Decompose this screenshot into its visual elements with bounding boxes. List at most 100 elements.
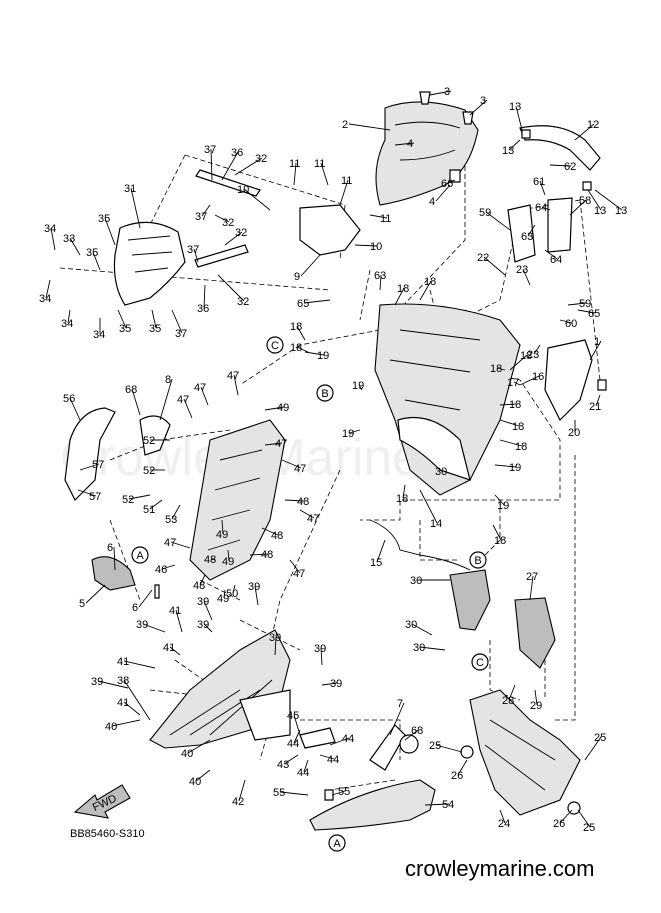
front-body-panel: [374, 303, 521, 496]
part-label-39: 39: [330, 678, 342, 690]
callout-leader-35: [92, 251, 101, 271]
part-label-45: 45: [287, 710, 299, 722]
part-label-48: 48: [261, 549, 273, 561]
callout-leader-4: [435, 184, 451, 202]
ref-marker-a-left: A: [136, 550, 144, 562]
part-label-32: 32: [222, 217, 234, 229]
part-label-40: 40: [189, 776, 201, 788]
callout-leader-21: [595, 394, 601, 407]
callout-leader-13: [515, 105, 523, 131]
part-label-18: 18: [512, 421, 524, 433]
part-label-49: 49: [277, 402, 289, 414]
part-label-47: 47: [194, 382, 206, 394]
callout-leader-55: [331, 790, 346, 796]
callout-leader-26: [457, 759, 468, 776]
part-label-35: 35: [98, 213, 110, 225]
callout-leader-11: [339, 179, 349, 206]
callout-leader-3: [429, 90, 452, 96]
callout-leader-47: [289, 559, 301, 574]
callout-leader-5: [85, 584, 106, 604]
callout-leader-66: [447, 179, 456, 184]
part-label-36: 36: [231, 147, 243, 159]
callout-leader-52: [128, 494, 151, 500]
callout-leader-36: [203, 284, 206, 309]
part-label-39: 39: [136, 619, 148, 631]
part-label-42: 42: [232, 796, 244, 808]
part-label-58: 58: [579, 195, 591, 207]
callout-leader-64: [541, 206, 551, 211]
part-label-11: 11: [314, 158, 325, 170]
part-label-35: 35: [119, 323, 131, 335]
callout-leader-39: [274, 636, 277, 656]
part-label-62: 62: [564, 161, 576, 173]
part-label-47: 47: [275, 438, 287, 450]
callout-leader-68: [131, 388, 141, 416]
part-label-30: 30: [435, 466, 447, 478]
part-label-39: 39: [91, 676, 103, 688]
callout-leader-11: [369, 214, 388, 219]
part-label-41: 41: [163, 642, 175, 654]
callout-leader-35: [117, 309, 127, 329]
callout-leader-49: [221, 519, 224, 535]
callout-leader-18: [296, 346, 309, 353]
callout-leader-17: [513, 381, 521, 386]
callout-leader-68: [404, 729, 419, 741]
callout-leader-37: [210, 148, 213, 181]
part-label-31: 31: [124, 183, 136, 195]
part-label-48: 48: [204, 554, 216, 566]
part-label-57: 57: [92, 459, 104, 471]
callout-leader-4: [394, 142, 415, 146]
part-label-2: 2: [342, 119, 348, 131]
part-label-34: 34: [39, 293, 51, 305]
callout-leader-3: [469, 99, 488, 116]
side-cover-right: [544, 339, 593, 422]
callout-leader-44: [329, 737, 350, 746]
ref-marker-b-right: B: [474, 555, 481, 567]
fwd-arrow: [73, 784, 131, 819]
part-label-50: 50: [226, 588, 238, 600]
part-label-65: 65: [297, 298, 309, 310]
callout-leader-18: [509, 354, 528, 371]
part-label-10: 10: [370, 241, 382, 253]
part-label-11: 11: [341, 175, 352, 187]
part-label-59: 59: [479, 207, 491, 219]
callout-leader-49: [264, 406, 285, 411]
part-label-26: 26: [553, 818, 565, 830]
callout-leader-37: [201, 204, 211, 217]
reference-markers: C B A B C A: [131, 336, 489, 852]
callout-leader-46: [161, 564, 176, 570]
callout-leader-58: [569, 199, 587, 216]
callout-leader-28: [508, 684, 516, 701]
part-label-64: 64: [550, 254, 562, 266]
callout-leader-1: [589, 340, 602, 361]
part-label-47: 47: [227, 370, 239, 382]
callout-leader-18: [402, 484, 406, 499]
part-label-38: 38: [117, 675, 129, 687]
part-label-48: 48: [297, 496, 309, 508]
part-label-13: 13: [509, 101, 521, 113]
part-label-64: 64: [535, 202, 547, 214]
part-label-51: 51: [143, 504, 155, 516]
callout-leader-51: [149, 499, 163, 510]
callout-leader-32: [214, 214, 230, 223]
callout-leader-49: [223, 589, 226, 599]
ref-marker-a-bottom: A: [333, 838, 341, 850]
part-label-52: 52: [122, 494, 134, 506]
callout-leader-18: [499, 419, 520, 427]
part-label-47: 47: [293, 568, 305, 580]
part-label-1: 1: [594, 336, 600, 348]
part-label-63: 63: [521, 231, 533, 243]
callout-leader-6: [113, 546, 116, 571]
callout-leader-40: [111, 719, 141, 727]
part-label-60: 60: [565, 318, 577, 330]
part-label-49: 49: [217, 593, 229, 605]
part-label-47: 47: [307, 513, 319, 525]
callout-leader-32: [217, 274, 245, 302]
part-label-13: 13: [502, 145, 514, 157]
callout-leader-22: [483, 256, 506, 276]
part-label-39: 39: [248, 581, 260, 593]
callout-leader-10: [354, 244, 378, 247]
callout-leader-14: [419, 489, 438, 524]
part-label-47: 47: [177, 394, 189, 406]
callout-leader-18: [394, 287, 405, 306]
